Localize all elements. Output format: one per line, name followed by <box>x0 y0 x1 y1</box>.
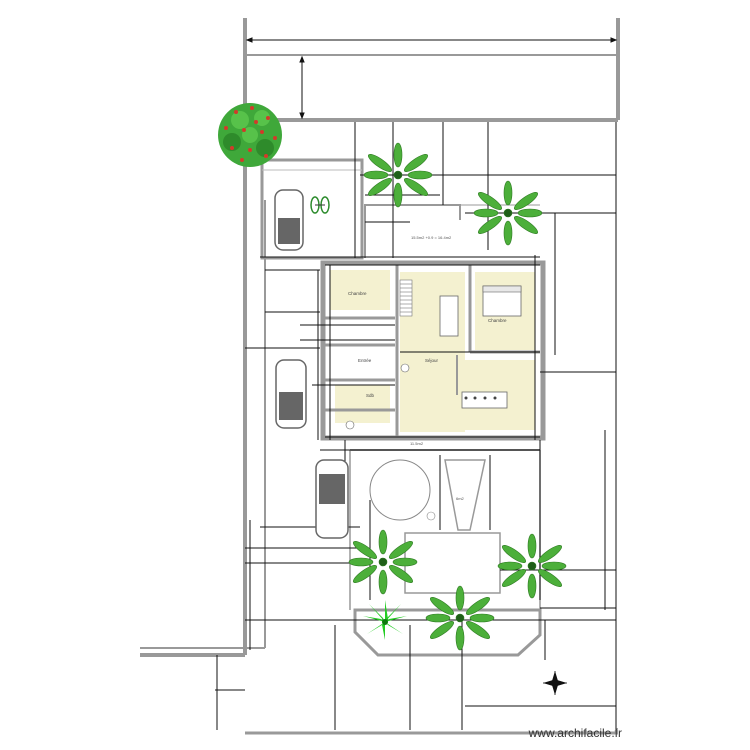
room-bath <box>335 385 390 423</box>
stairs <box>399 279 413 317</box>
top-area-label: 15.5m2 +0.9 = 16.4m2 <box>411 235 452 240</box>
bicycle-icon <box>310 196 330 214</box>
tree-icon <box>218 103 282 167</box>
bottom-area-label: 11.5m2 <box>410 441 424 446</box>
garage <box>260 158 364 260</box>
car-garage <box>274 189 304 251</box>
table <box>461 391 508 409</box>
front-yard <box>353 608 542 657</box>
plant-icon <box>348 142 567 651</box>
room-label-bedroom-right: Chambre <box>488 318 507 323</box>
dimension-lines <box>215 37 618 730</box>
car-driveway-1 <box>275 359 307 429</box>
room-bedroom-left <box>330 270 390 310</box>
terrace <box>404 532 501 594</box>
car-driveway-2 <box>315 459 349 539</box>
small-space-label: 6m2 <box>456 496 465 501</box>
house: Chambre Chambre Séjour Entrée Sdb <box>320 260 546 441</box>
room-label-entry: Entrée <box>358 358 372 363</box>
room-label-living: Séjour <box>425 358 439 363</box>
room-label-bath: Sdb <box>366 393 375 398</box>
watermark: www.archifacile.fr <box>528 726 622 740</box>
palm-icon <box>363 600 407 640</box>
pool <box>369 459 431 521</box>
north-arrow-icon <box>543 671 567 695</box>
room-label-bedroom-left: Chambre <box>348 291 367 296</box>
sofa <box>439 295 459 337</box>
washbasin <box>345 420 355 430</box>
